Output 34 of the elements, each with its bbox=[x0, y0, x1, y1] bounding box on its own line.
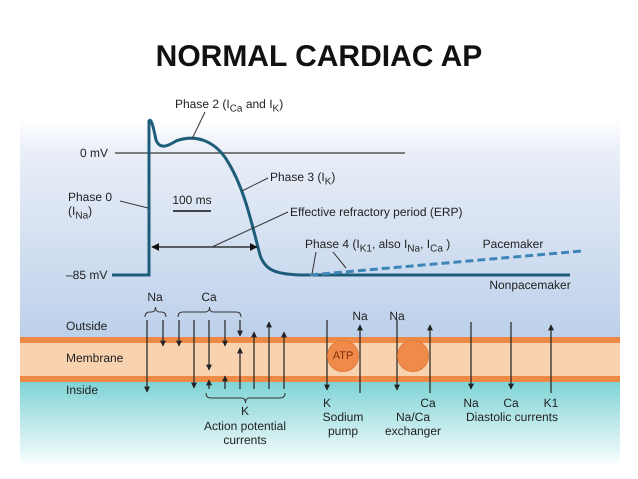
axis-label: –85 mV bbox=[66, 268, 108, 282]
region-label: Outside bbox=[66, 319, 108, 333]
phase-label: Phase 3 (I$_{K}$) bbox=[270, 170, 336, 190]
leader-line bbox=[312, 252, 316, 274]
region-label: Inside bbox=[66, 383, 98, 397]
ion-label: Ca bbox=[503, 396, 519, 410]
group-label: Action potential currents bbox=[202, 419, 288, 447]
ion-label: Ca bbox=[201, 290, 217, 304]
ion-label: Na bbox=[147, 290, 163, 304]
ion-label: K bbox=[323, 396, 331, 410]
ion-label: Na bbox=[463, 396, 479, 410]
leader-line bbox=[192, 112, 206, 140]
phase-label: Phase 0 (I$_{Na}$) bbox=[68, 190, 120, 224]
leader-line bbox=[212, 212, 288, 248]
group-label: Sodium pump bbox=[322, 410, 364, 438]
phase-label: Phase 2 (I$_{Ca}$ and I$_{K}$) bbox=[175, 97, 284, 116]
curve-label: Nonpacemaker bbox=[489, 278, 571, 292]
leader-line bbox=[242, 178, 268, 192]
scale-label: 100 ms bbox=[172, 193, 212, 207]
curve-label: Pacemaker bbox=[482, 237, 544, 251]
ion-label: K1 bbox=[544, 396, 558, 410]
leader-line bbox=[332, 252, 346, 268]
phase-label: Effective refractory period (ERP) bbox=[290, 205, 463, 219]
axis-label: 0 mV bbox=[80, 146, 108, 160]
title: NORMAL CARDIAC AP bbox=[154, 40, 484, 74]
region-label: Membrane bbox=[66, 351, 124, 365]
ion-label: Ca bbox=[420, 396, 436, 410]
group-label: Diastolic currents bbox=[466, 410, 558, 424]
ion-label: Na bbox=[389, 309, 405, 323]
ion-label: K bbox=[241, 404, 249, 418]
ion-label: Na bbox=[352, 309, 368, 323]
phase-label: Phase 4 (I$_{K1}$, also I$_{Na}$, I$_{Ca}$ ) bbox=[305, 237, 450, 256]
group-label: Na/Ca exchanger bbox=[384, 410, 442, 438]
leader-line bbox=[120, 200, 148, 208]
